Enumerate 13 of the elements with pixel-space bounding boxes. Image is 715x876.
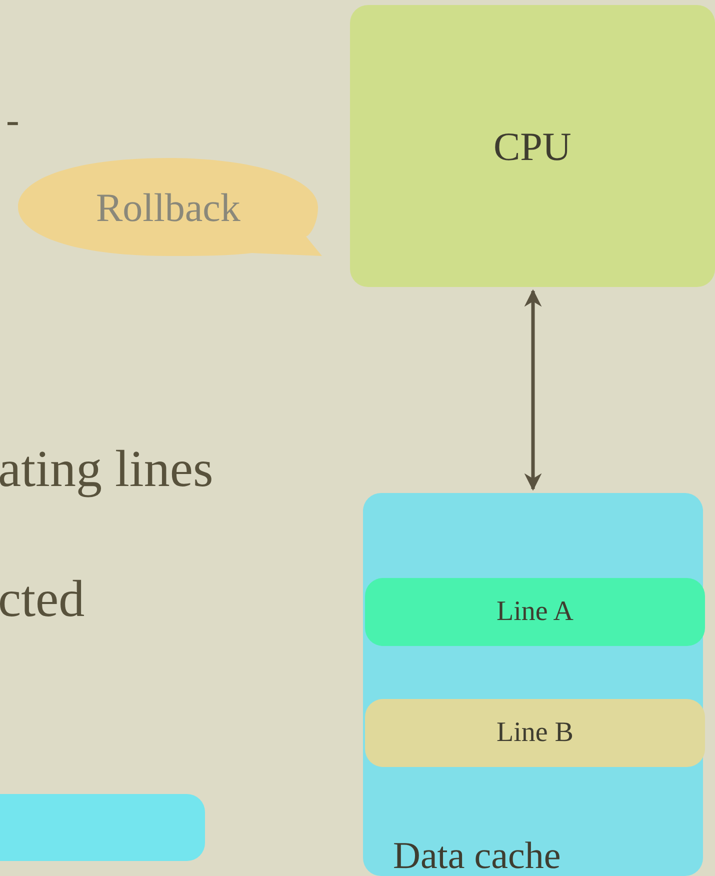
cache-box [363,493,703,876]
node-text: Data cache [393,834,561,876]
node-text: Line A [496,596,574,628]
cpu-box [350,5,715,287]
double-arrow [524,289,542,491]
slide-text: ating lines [0,440,214,499]
slide-text: cted [0,570,85,629]
slide-text: - [6,96,20,143]
node-text: CPU [494,122,572,170]
node-text: Line B [496,717,574,749]
cache-line-box [365,578,705,646]
cache-line-box [365,699,705,767]
bar [0,794,205,861]
